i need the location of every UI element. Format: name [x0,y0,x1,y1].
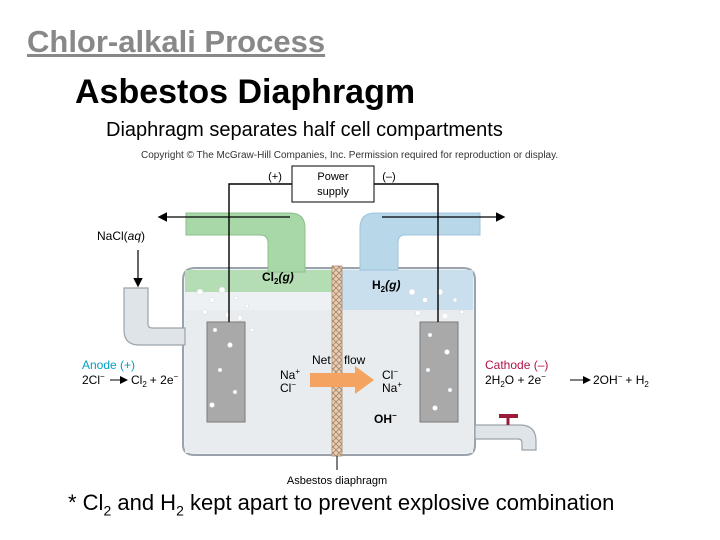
right-chloride-ion: Cl− [382,367,398,382]
slide-title: Chlor-alkali Process [27,24,326,59]
hydrogen-gas-space [342,270,473,310]
power-supply-label-1: Power [317,171,349,183]
anode-reaction: 2Cl− [82,372,105,387]
chlorine-outlet-pipe [185,212,306,273]
negative-terminal-label: (–) [382,171,395,183]
anode-reaction-products: Cl2+ 2e− [131,372,179,389]
slide-description: Diaphragm separates half cell compartmen… [106,119,503,141]
anode-wire [228,183,292,322]
right-sodium-ion: Na+ [382,380,402,395]
chlorine-gas-label: Cl2(g) [262,270,294,286]
cathode-reaction-products: 2OH−+ H2 [593,372,649,389]
cathode-label: Cathode (–) [485,358,548,372]
cathode-wire [374,183,439,322]
left-chloride-ion: Cl− [280,380,296,395]
copyright-notice: Copyright © The McGraw-Hill Companies, I… [141,150,559,161]
net-label: Net [312,353,331,367]
nacl-label: NaCl(aq) [97,229,145,243]
brine-inlet-pipe [123,287,186,346]
asbestos-diaphragm-label: Asbestos diaphragm [287,475,387,487]
slide-subtitle: Asbestos Diaphragm [75,73,416,111]
hydroxide-ion: OH− [374,411,397,426]
asbestos-diaphragm [331,265,343,457]
drain-valve [474,414,537,451]
left-sodium-ion: Na+ [280,367,300,382]
hydrogen-gas-label: H2(g) [372,278,400,294]
cathode-reaction: 2H2O + 2e− [485,372,546,389]
power-supply-label-2: supply [317,186,349,198]
flow-label: flow [344,353,366,367]
net-flow-arrow [310,366,374,394]
positive-terminal-label: (+) [268,171,282,183]
cathode-electrode [419,321,459,423]
anode-label: Anode (+) [82,358,135,372]
chlorine-gas-space [185,270,332,292]
power-supply: Power supply [291,165,375,203]
hydrogen-outlet-pipe [359,212,481,271]
footnote: * Cl2 and H2 kept apart to prevent explo… [68,490,615,519]
